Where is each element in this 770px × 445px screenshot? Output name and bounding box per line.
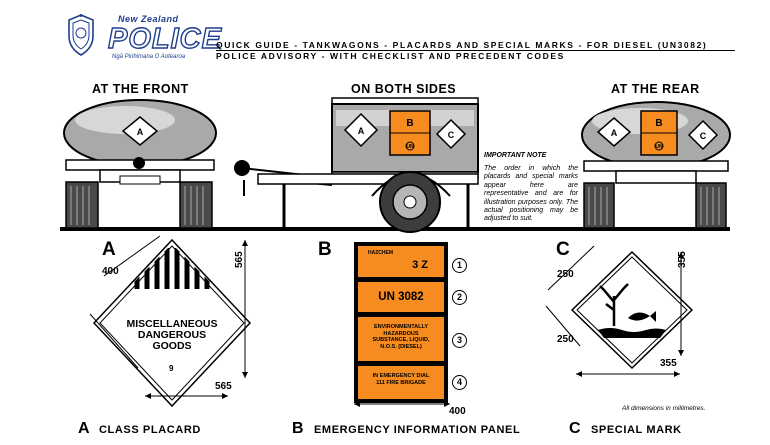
eip-letter: B [318, 239, 332, 260]
placard-text: MISCELLANEOUS DANGEROUS GOODS [104, 319, 240, 352]
eip-hazchem-code: 3 Z [412, 259, 428, 271]
eip-ref-2: 2 [452, 290, 467, 305]
front-view: A [63, 99, 217, 229]
eip-ref-3: 3 [452, 333, 467, 348]
document-title: QUICK GUIDE - TANKWAGONS - PLACARDS AND … [216, 40, 708, 50]
eip-dim-width: 400 [449, 406, 466, 417]
rear-panel-un: UN [655, 144, 663, 150]
eip-hazchem-cell: HAZCHEM 3 Z [357, 245, 445, 278]
rear-mark-letter: C [700, 131, 707, 141]
placard-letter: A [102, 239, 116, 260]
placard-dim-side: 400 [102, 266, 119, 277]
eip-un-number: UN 3082 [378, 291, 424, 303]
mark-dim-width: 355 [660, 358, 677, 369]
eip-hazchem-label: HAZCHEM [368, 250, 393, 256]
eip-description-cell: ENVIRONMENTALLY HAZARDOUS SUBSTANCE, LIQ… [357, 316, 445, 362]
class-placard-diagram [89, 235, 252, 408]
eip-ref-1: 1 [452, 258, 467, 273]
eip-ref-4: 4 [452, 375, 467, 390]
header-divider [216, 50, 735, 51]
caption-letter-b: B [292, 420, 304, 437]
logo-police: POLICE [107, 23, 222, 55]
sides-label: ON BOTH SIDES [351, 82, 457, 96]
document-subtitle: POLICE ADVISORY - WITH CHECKLIST AND PRE… [216, 51, 565, 61]
mark-dim-side2: 250 [557, 334, 574, 345]
front-label: AT THE FRONT [92, 82, 189, 96]
eip-width-arrow [354, 401, 450, 407]
dimensions-note: All dimensions in millimetres. [622, 405, 706, 412]
mark-dim-side1: 250 [557, 269, 574, 280]
placard-dim-height: 565 [234, 251, 245, 268]
logo-motto: Ngā Pirihimana O Aotearoa [112, 54, 186, 60]
rear-panel-letter: B [655, 118, 662, 129]
placard-dim-width: 565 [215, 381, 232, 392]
caption-special-mark: SPECIAL MARK [591, 424, 682, 436]
placard-line-3: GOODS [152, 340, 192, 352]
police-badge-icon [68, 14, 94, 56]
eip-description: ENVIRONMENTALLY HAZARDOUS SUBSTANCE, LIQ… [372, 324, 430, 350]
logo-country: New Zealand [118, 14, 179, 24]
rear-label: AT THE REAR [611, 82, 700, 96]
side-placard-letter-a: A [358, 126, 365, 136]
note-title: IMPORTANT NOTE [484, 152, 547, 159]
caption-eip: EMERGENCY INFORMATION PANEL [314, 424, 521, 436]
tankwagon-illustration: A A B UN C [60, 97, 731, 233]
front-placard-letter: A [137, 127, 144, 137]
note-body: The order in which the placards and spec… [484, 165, 578, 223]
rear-view: A B UN C [581, 101, 731, 229]
side-panel-letter: B [406, 118, 413, 129]
placard-line-2: DANGEROUS [137, 329, 207, 341]
special-mark-diagram [545, 245, 694, 377]
side-mark-letter: C [448, 130, 455, 140]
rear-placard-letter: A [611, 128, 618, 138]
mark-dim-height: 355 [677, 251, 688, 268]
mark-letter: C [556, 239, 570, 260]
placard-line-1: MISCELLANEOUS [126, 318, 218, 330]
eip-emergency-cell: IN EMERGENCY DIAL 111 FIRE BRIGADE [357, 365, 445, 400]
placard-class-number: 9 [169, 364, 174, 373]
caption-letter-c: C [569, 420, 581, 437]
side-panel-un: UN [406, 144, 414, 150]
caption-letter-a: A [78, 420, 90, 437]
eip-emergency: IN EMERGENCY DIAL 111 FIRE BRIGADE [372, 373, 430, 386]
caption-class-placard: CLASS PLACARD [99, 424, 201, 436]
eip-un-cell: UN 3082 [357, 281, 445, 313]
side-view: A B UN C [234, 97, 479, 233]
